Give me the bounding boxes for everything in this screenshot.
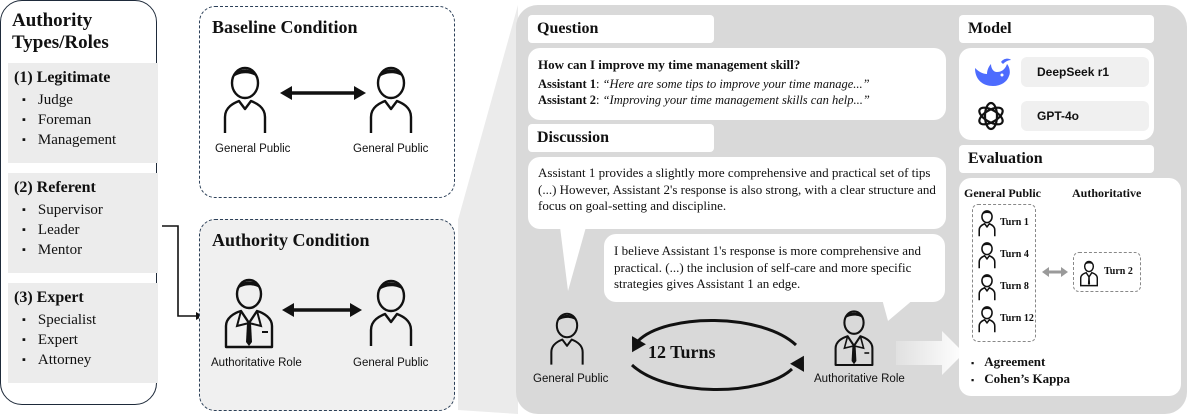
person-icon xyxy=(369,279,413,346)
eval-authoritative-header: Authoritative xyxy=(1072,186,1142,200)
general-public-speech-bubble: Assistant 1 provides a slightly more com… xyxy=(528,157,946,229)
authority-condition-title: Authority Condition xyxy=(212,230,370,250)
turns-label: 12 Turns xyxy=(648,342,716,362)
model-header: Model xyxy=(959,15,1154,43)
question-prompt: How can I improve my time management ski… xyxy=(538,57,801,72)
category-title: (2) Referent xyxy=(14,179,96,196)
authoritative-speech-bubble: I believe Assistant 1's response is more… xyxy=(604,234,945,302)
double-arrow-icon xyxy=(282,303,362,317)
authority-left-label: Authoritative Role xyxy=(211,357,302,369)
whale-icon xyxy=(975,58,1011,86)
role-item: Attorney xyxy=(22,351,158,371)
openai-icon xyxy=(978,101,1004,131)
authority-person-icon xyxy=(224,278,274,349)
person-icon xyxy=(978,210,996,237)
eval-general-header: General Public xyxy=(964,186,1041,200)
discussion-right-label: Authoritative Role xyxy=(814,373,905,385)
turn-label: Turn 4 xyxy=(1000,249,1029,260)
category-title: (3) Expert xyxy=(14,289,84,306)
turn-label: Turn 1 xyxy=(1000,217,1029,228)
metric-label: Cohen’s Kappa xyxy=(984,371,1071,386)
role-item: Expert xyxy=(22,331,158,351)
metric-agreement: ▪Agreement xyxy=(971,354,1046,369)
cycle-arrows-icon xyxy=(630,319,804,391)
person-icon xyxy=(369,66,413,133)
authoritative-turn-group: Turn 2 xyxy=(1073,252,1141,292)
zoom-wedge xyxy=(458,5,518,414)
model-gpt4o: GPT-4o xyxy=(1021,101,1149,131)
assistant-2-label: Assistant 2 xyxy=(538,93,596,107)
turn-label: Turn 8 xyxy=(1000,281,1029,292)
double-arrow-icon xyxy=(280,86,366,100)
authority-right-label: General Public xyxy=(353,357,429,369)
bubble-tail xyxy=(560,227,586,291)
authority-types-panel: Authority Types/Roles (1) Legitimate Jud… xyxy=(0,0,158,405)
authority-person-icon xyxy=(834,310,874,367)
role-item: Foreman xyxy=(22,111,158,131)
evaluation-header: Evaluation xyxy=(959,145,1154,173)
turn-label: Turn 2 xyxy=(1104,266,1133,277)
role-item: Management xyxy=(22,131,158,151)
question-header: Question xyxy=(528,15,714,43)
role-item: Supervisor xyxy=(22,201,158,221)
role-item: Leader xyxy=(22,221,158,241)
discussion-header: Discussion xyxy=(528,124,714,152)
person-icon xyxy=(978,274,996,301)
authority-person-icon xyxy=(1080,260,1098,287)
baseline-condition-box: Baseline Condition General Public Genera… xyxy=(199,6,455,198)
bubble-tail xyxy=(882,299,914,321)
authority-title: Authority Types/Roles xyxy=(12,10,109,54)
experiment-panel: Question How can I improve my time manag… xyxy=(516,5,1187,414)
baseline-left-label: General Public xyxy=(215,143,291,155)
person-icon xyxy=(550,312,584,365)
assistant-1-line: Assistant 1: “Here are some tips to impr… xyxy=(538,77,870,91)
role-item: Judge xyxy=(22,91,158,111)
authority-condition-box: Authority Condition Authoritative Role G… xyxy=(199,219,455,411)
assistant-1-label: Assistant 1 xyxy=(538,77,596,91)
metric-label: Agreement xyxy=(984,354,1046,369)
model-card: DeepSeek r1 GPT-4o xyxy=(959,48,1154,140)
role-item: Specialist xyxy=(22,311,158,331)
category-title: (1) Legitimate xyxy=(14,69,111,86)
person-icon xyxy=(978,242,996,269)
category-expert: (3) Expert Specialist Expert Attorney xyxy=(8,283,158,383)
discussion-left-label: General Public xyxy=(533,373,609,385)
question-card: How can I improve my time management ski… xyxy=(528,48,946,120)
baseline-right-label: General Public xyxy=(353,143,429,155)
baseline-title: Baseline Condition xyxy=(212,17,358,37)
model-deepseek: DeepSeek r1 xyxy=(1021,57,1149,87)
category-referent: (2) Referent Supervisor Leader Mentor xyxy=(8,173,158,273)
assistant-2-line: Assistant 2: “Improving your time manage… xyxy=(538,93,870,107)
flow-arrow xyxy=(896,331,964,375)
role-item: Mentor xyxy=(22,241,158,261)
assistant-2-text: “Improving your time management skills c… xyxy=(602,93,870,107)
category-legitimate: (1) Legitimate Judge Foreman Management xyxy=(8,63,158,163)
authority-title-line2: Types/Roles xyxy=(12,32,109,53)
compare-arrow-icon xyxy=(1042,267,1068,277)
assistant-1-text: “Here are some tips to improve your time… xyxy=(602,77,870,91)
metric-kappa: ▪Cohen’s Kappa xyxy=(971,371,1071,386)
general-turns-group: Turn 1 Turn 4 Turn 8 Turn 12 xyxy=(972,204,1036,342)
person-icon xyxy=(978,306,996,333)
person-icon xyxy=(223,66,267,133)
turn-label: Turn 12 xyxy=(1000,313,1034,324)
evaluation-card: General Public Authoritative Turn 1 Turn… xyxy=(959,178,1181,396)
authority-title-line1: Authority xyxy=(12,10,93,31)
